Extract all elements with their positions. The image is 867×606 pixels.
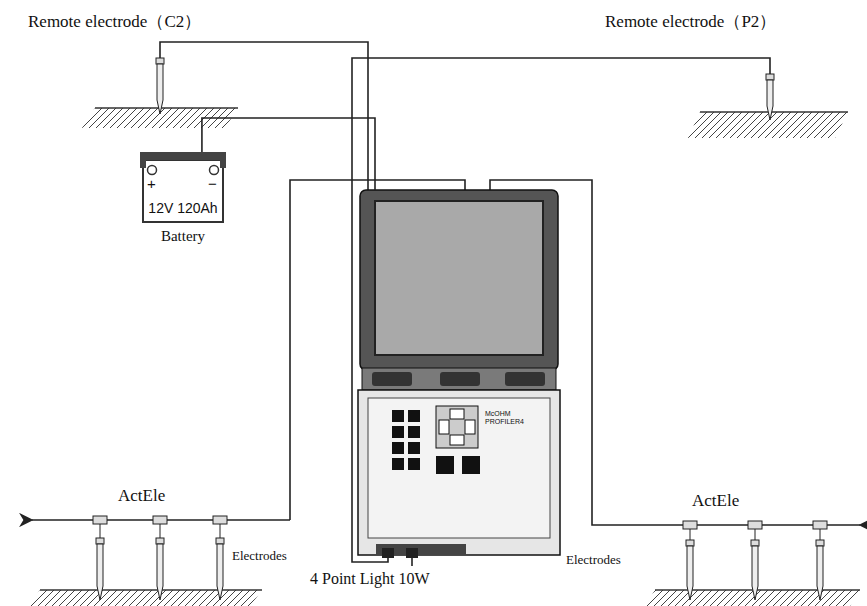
electrodes-label: Electrodes — [566, 552, 621, 568]
remote-electrode-label: Remote electrode（C2） — [28, 10, 201, 33]
electrodes-label: Electrodes — [232, 548, 287, 564]
array-label: ActEle — [118, 486, 165, 506]
battery: + − 12V 120AhBattery — [140, 150, 226, 248]
profiler-unit: McOHM PROFILER4 — [355, 188, 565, 558]
device-name: McOHM PROFILER4 — [485, 410, 531, 427]
electrode — [156, 58, 164, 114]
electrode — [156, 538, 164, 600]
electrode-stakes — [93, 58, 827, 600]
cable-label: 4 Point Light 10W — [310, 570, 430, 588]
electrode — [766, 74, 774, 120]
remote-electrode-label: Remote electrode（P2） — [605, 10, 776, 33]
power-cable — [202, 118, 375, 190]
profiler-unit — [358, 190, 560, 558]
array-label: ActEle — [692, 491, 739, 511]
terminal-plus: + — [147, 175, 156, 192]
electrode — [96, 538, 104, 600]
electrode — [816, 540, 824, 600]
electrode — [751, 540, 759, 600]
electrode — [216, 538, 224, 600]
ground — [28, 108, 860, 606]
battery-rating: 12V 120Ah — [148, 200, 217, 216]
cable — [32, 42, 860, 566]
battery-label: Battery — [161, 228, 205, 245]
electrode — [686, 540, 694, 600]
terminal-minus: − — [208, 175, 217, 192]
